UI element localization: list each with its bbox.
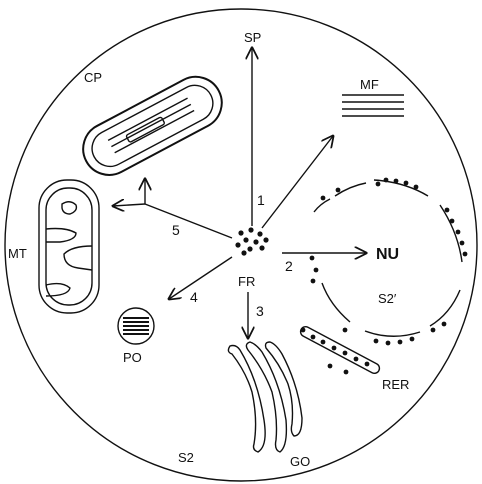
microfilaments <box>342 95 404 116</box>
label-nu: NU <box>376 246 399 263</box>
mitochondrion <box>39 180 99 313</box>
label-mf: MF <box>360 77 379 92</box>
arrow-to-po <box>169 257 232 299</box>
arrow-to-mf <box>262 136 333 228</box>
pathway-1: 1 <box>257 192 265 208</box>
label-go: GO <box>290 454 310 469</box>
label-s2: S2 <box>178 450 194 465</box>
pathway-3: 3 <box>256 303 264 319</box>
label-fr: FR <box>238 274 255 289</box>
cell-membrane <box>5 9 477 481</box>
label-sp: SP <box>244 30 261 45</box>
pathway-4: 4 <box>190 289 198 305</box>
label-po: PO <box>123 350 142 365</box>
label-cp: CP <box>84 70 102 85</box>
chloroplast <box>74 68 231 184</box>
arrow-to-mt <box>113 204 145 206</box>
pathway-2: 2 <box>285 258 293 274</box>
pathway-5: 5 <box>172 222 180 238</box>
free-ribosomes <box>235 227 268 255</box>
label-rer: RER <box>382 377 409 392</box>
label-s2-prime: S2′ <box>378 291 397 306</box>
peroxisome <box>118 308 154 344</box>
label-mt: MT <box>8 246 27 261</box>
arrow-5-stem <box>145 204 232 238</box>
golgi-apparatus <box>228 342 302 452</box>
